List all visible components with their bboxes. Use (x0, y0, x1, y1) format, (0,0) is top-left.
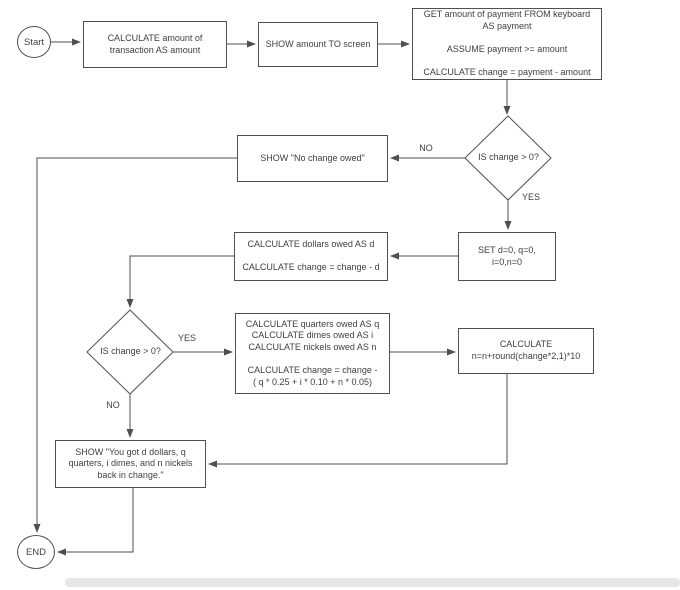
process-calc-nickels-round: CALCULATE n=n+round(change*2,1)*10 (458, 328, 594, 374)
edge-label-yes-1: YES (521, 192, 540, 202)
decision2-label: IS change > 0? (100, 346, 161, 356)
edge-calc-dollars-to-decision2 (126, 255, 234, 308)
process-set-vars: SET d=0, q=0, i=0,n=0 (458, 232, 556, 281)
process-get-payment: GET amount of payment FROM keyboard AS p… (412, 8, 602, 80)
edge-label-no-1: NO (419, 143, 433, 153)
start-label: Start (23, 36, 45, 48)
decision1-label: IS change > 0? (478, 152, 539, 162)
process-show-result: SHOW "You got d dollars, q quarters, i d… (55, 440, 206, 488)
start-terminal: Start (17, 26, 51, 58)
process-calc-coins: CALCULATE quarters owed AS q CALCULATE d… (235, 313, 390, 394)
horizontal-scrollbar[interactable] (65, 578, 680, 587)
edge-show-result-to-end (57, 488, 134, 556)
process-show-no-change: SHOW "No change owed" (237, 135, 388, 182)
edge-label-no-2: NO (106, 400, 120, 410)
process-calc-transaction: CALCULATE amount of transaction AS amoun… (83, 21, 227, 68)
edge-label-yes-2: YES (177, 333, 196, 343)
end-label: END (25, 546, 47, 558)
end-terminal: END (17, 535, 55, 569)
process-calc-dollars: CALCULATE dollars owed AS d CALCULATE ch… (234, 232, 388, 281)
process-show-amount: SHOW amount TO screen (258, 22, 378, 67)
